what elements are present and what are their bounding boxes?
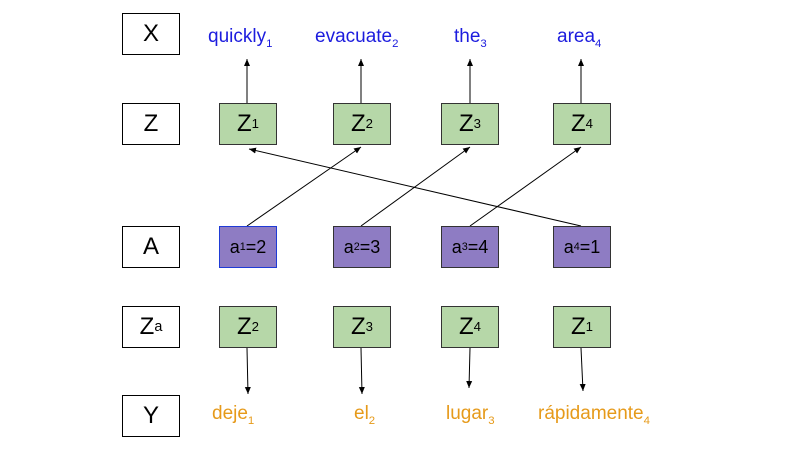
target-word-4: rápidamente4	[538, 403, 650, 428]
arrow-a2-to-z3	[360, 146, 471, 227]
arrow-za2-to-y2	[358, 347, 365, 395]
row-label-z: Z	[122, 103, 180, 145]
source-word-4: area4	[557, 26, 602, 51]
row-label-a: A	[122, 226, 180, 268]
source-word-3: the3	[454, 26, 487, 51]
arrow-a4-to-z1	[248, 147, 582, 227]
target-word-2: el2	[354, 403, 376, 428]
arrow-za4-to-y4	[579, 347, 586, 392]
row-label-x: X	[122, 13, 180, 55]
target-word-1: deje1	[212, 403, 255, 428]
arrow-za1-to-y1	[244, 347, 251, 395]
arrow-za3-to-y3	[466, 347, 473, 389]
row-label-y: Y	[122, 395, 180, 437]
source-word-1: quickly1	[208, 26, 273, 51]
arrow-a1-to-z2	[246, 146, 362, 227]
target-word-3: lugar3	[446, 403, 495, 428]
arrow-a3-to-z4	[469, 146, 582, 227]
source-word-2: evacuate2	[315, 26, 399, 51]
